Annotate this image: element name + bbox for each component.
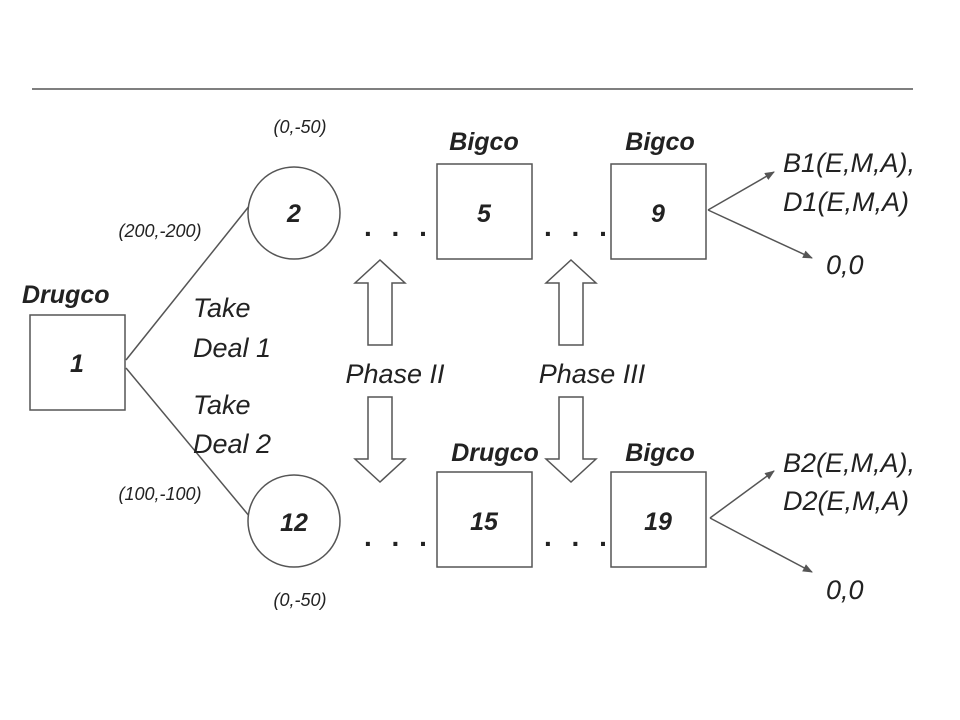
node-1-label: 1: [70, 350, 84, 378]
chance-node-12: [247, 474, 341, 568]
arrow-19-to-zero: [709, 517, 813, 573]
node-2-payoff-top: (0,-50): [273, 117, 326, 137]
node-2-label: 2: [286, 200, 301, 228]
outcome-top-line1: B1(E,M,A),: [783, 148, 915, 178]
node-12-payoff-left: (100,-100): [118, 484, 201, 504]
phase-3-up-arrow: [544, 258, 598, 346]
node-15-owner: Drugco: [451, 439, 539, 467]
outcome-bottom-line1: B2(E,M,A),: [783, 448, 915, 478]
choice-deal1-line2: Deal 1: [193, 333, 271, 363]
chance-node-2: [247, 166, 341, 260]
decision-node-1: [29, 314, 126, 411]
node-2-payoff-left: (200,-200): [118, 221, 201, 241]
phase-2-label: Phase II: [345, 359, 445, 389]
node-19-label: 19: [644, 508, 672, 536]
arrow-19-to-payoffs: [709, 470, 775, 519]
node-1-owner: Drugco: [22, 281, 110, 309]
arrow-9-to-zero: [707, 209, 813, 259]
outcome-top-line2: D1(E,M,A): [783, 187, 909, 217]
decision-node-19: [610, 471, 707, 568]
choice-deal2-line1: Take: [193, 390, 251, 420]
node-5-label: 5: [477, 200, 492, 228]
node-9-owner: Bigco: [625, 128, 694, 156]
choice-deal1-line1: Take: [193, 293, 251, 323]
ellipsis-top-left: . . .: [364, 211, 433, 242]
node-12-label: 12: [280, 509, 308, 537]
ellipsis-bottom-right: . . .: [544, 521, 613, 552]
outcome-bottom-zero: 0,0: [826, 575, 864, 605]
decision-node-9: [610, 163, 707, 260]
node-9-label: 9: [651, 200, 665, 228]
decision-node-15: [436, 471, 533, 568]
outcome-top-zero: 0,0: [826, 250, 864, 280]
node-19-owner: Bigco: [625, 439, 694, 467]
ellipsis-top-right: . . .: [544, 211, 613, 242]
phase-2-down-arrow: [353, 396, 407, 484]
decision-node-5: [436, 163, 533, 260]
node-5-owner: Bigco: [449, 128, 518, 156]
phase-2-up-arrow: [353, 258, 407, 346]
phase-3-down-arrow: [544, 396, 598, 484]
node-12-payoff-bottom: (0,-50): [273, 590, 326, 610]
node-15-label: 15: [470, 508, 499, 536]
phase-3-label: Phase III: [539, 359, 646, 389]
choice-deal2-line2: Deal 2: [193, 429, 271, 459]
outcome-bottom-line2: D2(E,M,A): [783, 486, 909, 516]
edge-1-to-12: [125, 367, 251, 518]
arrow-9-to-payoffs: [707, 171, 775, 211]
ellipsis-bottom-left: . . .: [364, 521, 433, 552]
edge-1-to-2: [125, 204, 251, 361]
